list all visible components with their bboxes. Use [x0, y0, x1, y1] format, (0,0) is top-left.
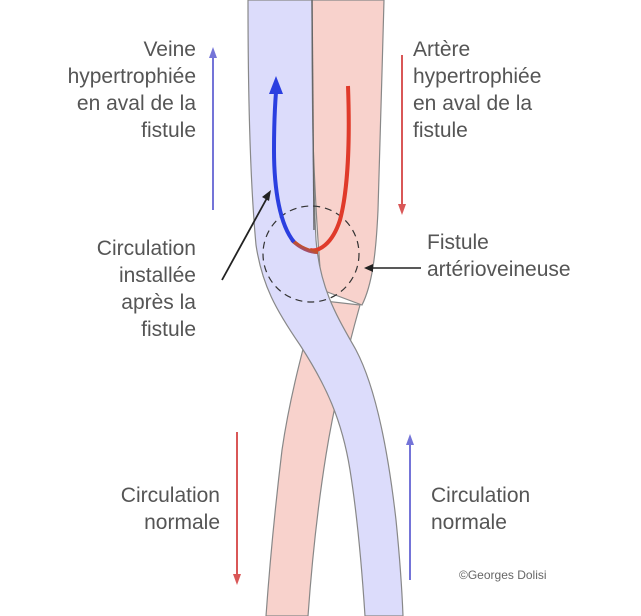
copyright-notice: ©Georges Dolisi	[459, 568, 547, 582]
artery-upper-arrow	[398, 55, 406, 215]
label-normal-circulation-right: Circulation normale	[431, 482, 530, 536]
label-normal-circulation-left: Circulation normale	[40, 482, 220, 536]
vein-upper-arrow	[209, 47, 217, 210]
label-circulation-after-fistula: Circulation installée après la fistule	[20, 235, 196, 343]
label-arteriovenous-fistula: Fistule artérioveineuse	[427, 229, 571, 283]
label-vein-hypertrophied: Veine hypertrophiée en aval de la fistul…	[20, 36, 196, 144]
label-artery-hypertrophied: Artère hypertrophiée en aval de la fistu…	[413, 36, 541, 144]
fistula-leader	[364, 264, 421, 272]
vein-lower-arrow	[406, 434, 414, 580]
artery-lower-arrow	[233, 432, 241, 585]
